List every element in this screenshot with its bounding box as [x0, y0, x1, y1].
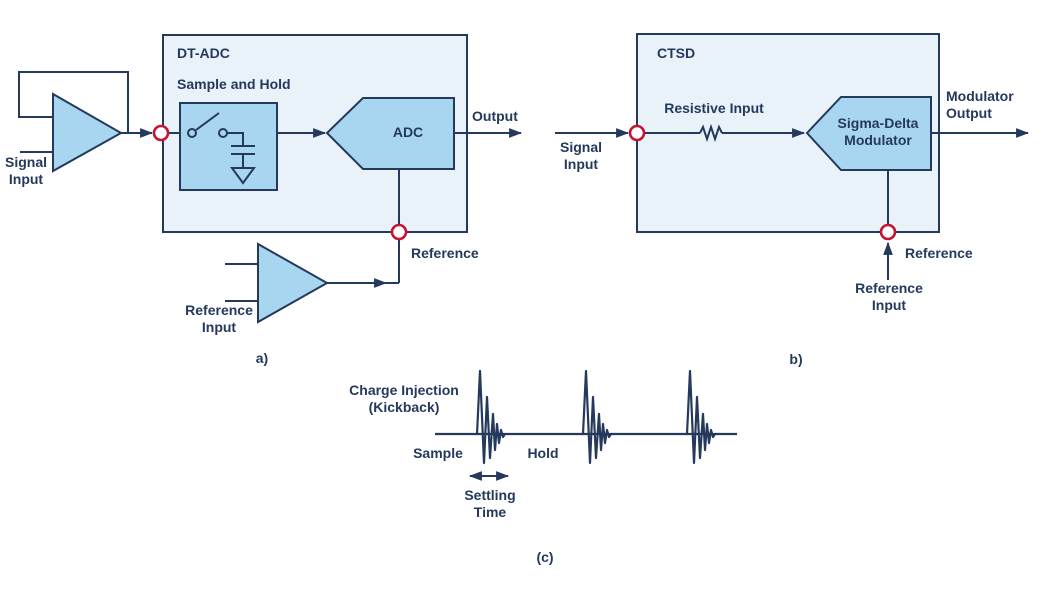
caption-b: b): [789, 351, 803, 367]
kickback-burst-3: [685, 369, 717, 465]
resistive-input-label: Resistive Input: [664, 100, 764, 116]
diagram-c: [435, 369, 737, 481]
settling-time-label: Settling Time: [464, 487, 516, 520]
charge-injection-label: Charge Injection (Kickback): [349, 382, 459, 415]
reference-buffer-amp: [257, 242, 330, 324]
output-label-a: Output: [472, 108, 518, 124]
reference-label-a: Reference: [411, 245, 479, 261]
signal-input-label-b: Signal Input: [559, 139, 603, 172]
sigma-delta-modulator-label: Sigma-Delta Modulator: [837, 115, 919, 148]
reference-node-b: [879, 223, 897, 241]
signal-input-label-a: Signal Input: [4, 154, 48, 187]
sample-hold-block: [179, 102, 278, 191]
sample-hold-title: Sample and Hold: [177, 76, 291, 92]
modulator-output-label: Modulator Output: [946, 88, 1014, 121]
ctsd-title: CTSD: [657, 45, 696, 61]
reference-input-label-a: Reference Input: [185, 302, 253, 335]
adc-label: ADC: [392, 124, 424, 140]
diagram-b: [555, 33, 1030, 280]
sample-label: Sample: [413, 445, 463, 461]
diagram-a: [18, 34, 523, 324]
kickback-burst-1: [475, 369, 507, 465]
hold-label: Hold: [527, 445, 559, 461]
caption-c: (c): [536, 549, 554, 565]
capacitor-icon: [227, 132, 255, 168]
caption-a: a): [255, 350, 269, 366]
reference-input-label-b: Reference Input: [855, 280, 923, 313]
ground-icon: [230, 167, 256, 185]
reference-label-b: Reference: [905, 245, 973, 261]
reference-node-a: [390, 223, 408, 241]
signal-node-a: [152, 124, 170, 142]
signal-node-b: [628, 124, 646, 142]
input-buffer-amp: [52, 92, 124, 173]
dt-adc-title: DT-ADC: [177, 45, 230, 61]
feedback-loop-wire: [18, 71, 129, 133]
kickback-burst-2: [581, 369, 613, 465]
resistor-icon: [699, 123, 723, 143]
